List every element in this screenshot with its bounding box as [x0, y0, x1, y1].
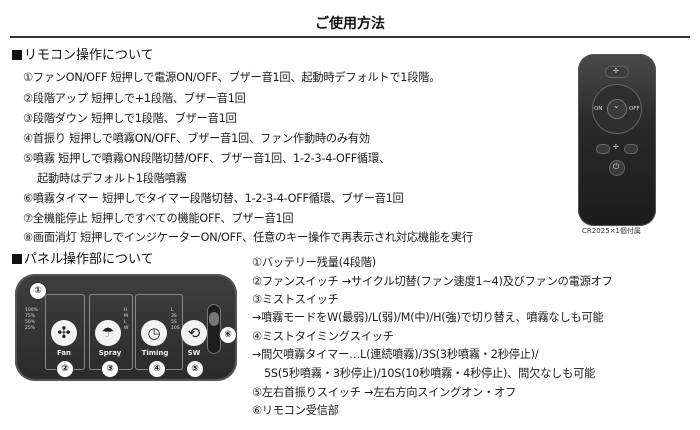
panel-item: 5S(5秒噴霧・3秒停止)/10S(10秒噴霧・4秒停止)、間欠なしも可能 — [264, 367, 596, 380]
panel-item: →間欠噴霧タイマー…L(連続噴霧)/3S(3秒噴霧・2秒停止)/ — [252, 348, 539, 361]
panel-item: ⑤左右首振りスイッチ →左右方向スイングオン・オフ — [252, 386, 517, 399]
heading-square-icon — [12, 50, 22, 60]
remote-body: ✢ ⌄ ON OFF ✢ ⏻ — [578, 54, 656, 226]
remote-item: 起動時はデフォルト1段階噴霧 — [37, 172, 187, 185]
sw-label: SW — [187, 349, 201, 357]
remote-left-button — [596, 144, 610, 154]
spray-label: Spray — [98, 349, 122, 357]
panel-item: ⑥リモコン受信部 — [252, 404, 339, 417]
clock-icon: ◷ — [141, 320, 167, 346]
fan-plus-icon: ✢ — [613, 67, 619, 75]
remote-right-button — [624, 144, 638, 154]
badge-6: ⑥ — [219, 326, 237, 344]
remote-item: ③段階ダウン 短押しで1段階、ブザー音1回 — [23, 112, 237, 125]
remote-top-button — [605, 66, 629, 78]
badge-3: ③ — [101, 360, 119, 378]
remote-item: ⑦全機能停止 短押しですべての機能OFF、ブザー音1回 — [23, 212, 294, 225]
badge-2: ② — [56, 360, 74, 378]
battery-level-list: 100% 75% 50% 25% — [25, 308, 38, 332]
badge-1: ① — [29, 282, 47, 300]
badge-4: ④ — [148, 360, 166, 378]
remote-item: ①ファンON/OFF 短押しで電源ON/OFF、ブザー音1回、起動時デフォルトで… — [23, 71, 441, 84]
page-title: ご使用方法 — [315, 16, 385, 32]
battery-level: 50% — [25, 320, 36, 325]
spray-icon: ☂ — [95, 320, 121, 346]
fan-minus-icon: ✢ — [613, 143, 619, 151]
remote-heading-text: リモコン操作について — [24, 48, 154, 63]
remote-receiver — [207, 304, 221, 354]
remote-section-heading: リモコン操作について — [12, 44, 154, 63]
control-panel-image: 100% 75% 50% 25% ① ✣ Fan ② H M L W ☂ Spr… — [15, 274, 237, 381]
remote-item: ⑤噴霧 短押しで噴霧ON段階切替/OFF、ブザー音1回、1-2-3-4-OFF循… — [23, 152, 391, 165]
timing-level-list: L 3S 5S 10S — [171, 308, 180, 332]
panel-section-heading: パネル操作部について — [12, 248, 154, 267]
spray-level: H — [124, 308, 128, 313]
title-divider — [10, 36, 690, 38]
panel-item: →噴霧モードをW(最弱)/L(弱)/M(中)/H(強)で切り替え、噴霧なしも可能 — [252, 311, 604, 324]
remote-control-image: ✢ ⌄ ON OFF ✢ ⏻ — [578, 54, 656, 234]
panel-item: ②ファンスイッチ →サイクル切替(ファン速度1~4)及びファンの電源オフ — [252, 275, 613, 288]
spray-level-list: H M L W — [124, 308, 128, 332]
battery-level: 25% — [25, 326, 36, 331]
timing-level: 5S — [171, 320, 177, 325]
down-arrow-icon: ⌄ — [613, 101, 620, 110]
swing-icon: ⟲ — [181, 320, 207, 346]
panel-item: ③ミストスイッチ — [252, 293, 339, 306]
timing-level: 10S — [171, 326, 180, 331]
remote-item: ⑥噴霧タイマー 短押しでタイマー段階切替、1-2-3-4-OFF循環、ブザー音1… — [23, 192, 404, 205]
remote-on-label: ON — [594, 106, 603, 112]
battery-level: 75% — [25, 314, 36, 319]
timing-level: L — [171, 308, 174, 313]
spray-level: M — [124, 314, 128, 319]
remote-item: ④首振り 短押しで噴霧ON/OFF、ブザー音1回、ファン作動時のみ有効 — [23, 132, 370, 145]
spray-level: W — [124, 326, 129, 331]
fan-icon: ✣ — [51, 320, 77, 346]
remote-item: ②段階アップ 短押しで+1段階、ブザー音1回 — [23, 92, 246, 105]
remote-center-button — [607, 99, 627, 119]
remote-caption: CR2025×1個付属 — [582, 227, 641, 235]
battery-level: 100% — [25, 308, 38, 313]
timing-label: Timing — [141, 349, 169, 357]
panel-item: ④ミストタイミングスイッチ — [252, 330, 394, 343]
power-icon: ⏻ — [613, 162, 620, 171]
remote-power-button — [609, 160, 625, 176]
panel-heading-text: パネル操作部について — [24, 252, 154, 267]
spray-level: L — [124, 320, 127, 325]
remote-item: ⑧画面消灯 短押しでインジケーターON/OFF、任意のキー操作で再表示され対応機… — [23, 231, 473, 244]
badge-5: ⑤ — [186, 360, 204, 378]
timing-level: 3S — [171, 314, 177, 319]
panel-item: ①バッテリー残量(4段階) — [252, 256, 376, 269]
remote-off-label: OFF — [629, 106, 640, 112]
heading-square-icon — [12, 254, 22, 264]
fan-label: Fan — [56, 349, 72, 357]
